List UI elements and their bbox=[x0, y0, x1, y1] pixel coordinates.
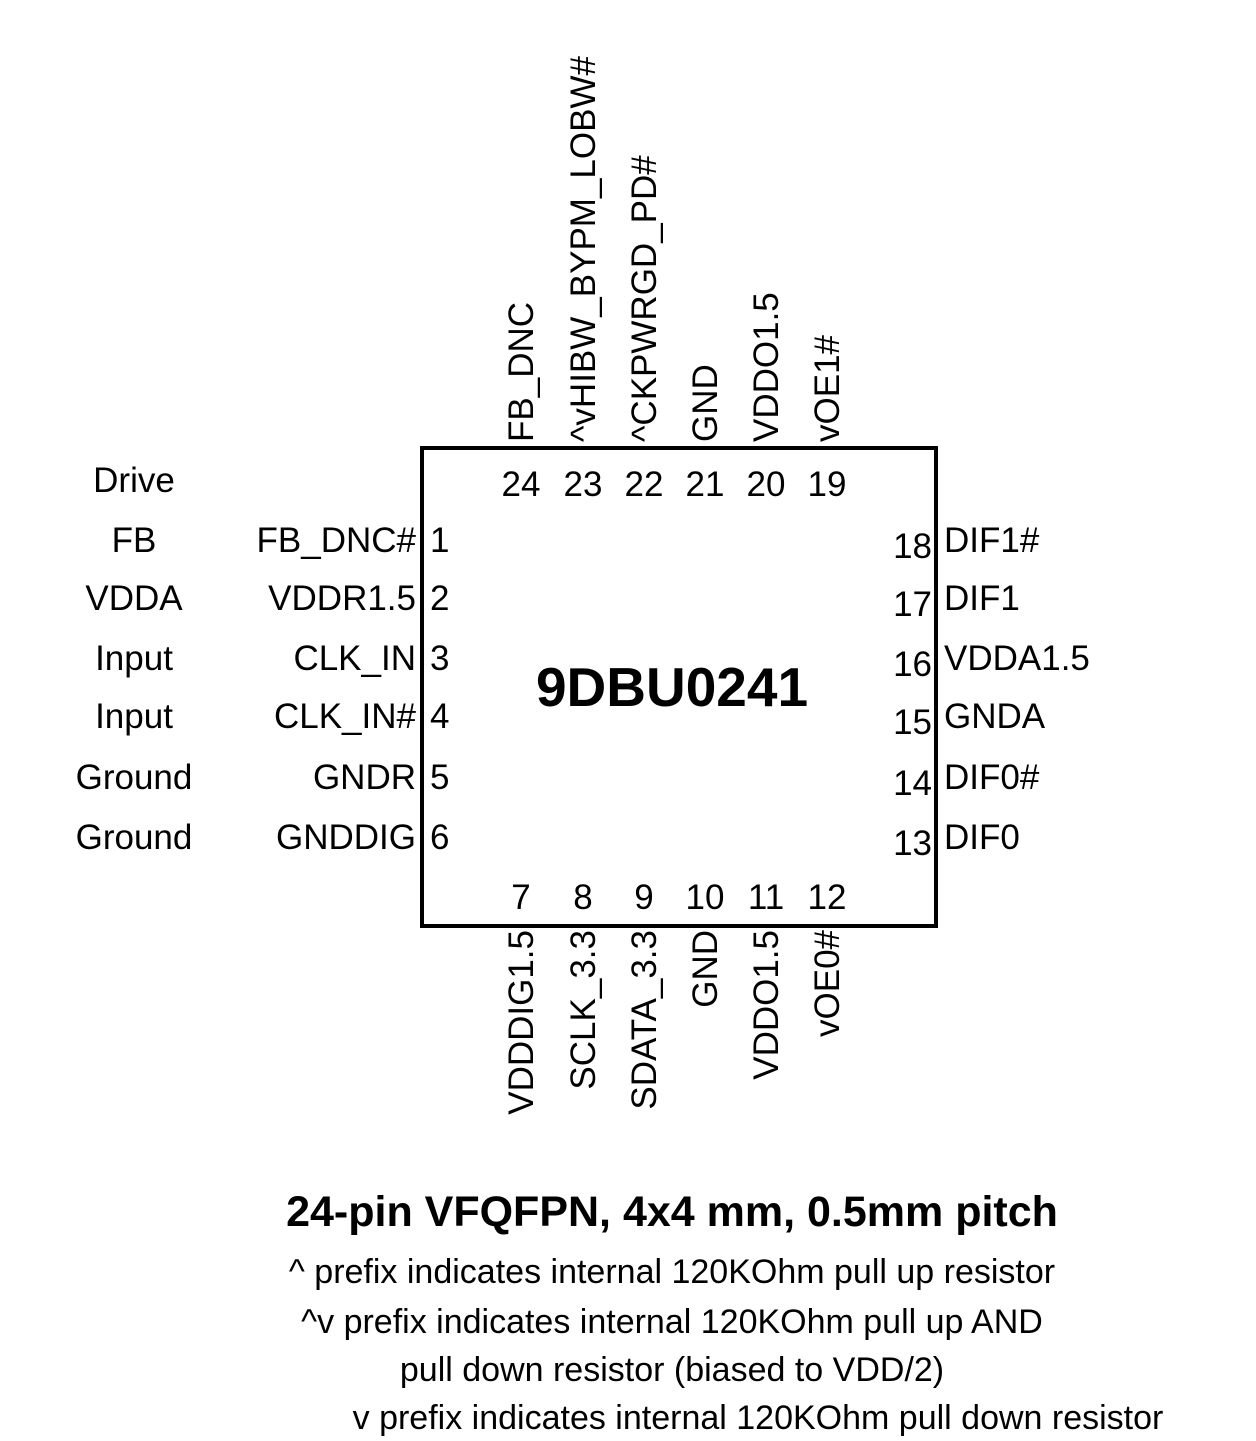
pin-name-label: VDDO1.5 bbox=[747, 292, 786, 442]
pin-type-label: Ground bbox=[75, 818, 193, 857]
pin-number: 18 bbox=[893, 527, 932, 566]
prefix-note: ^ prefix indicates internal 120KOhm pull… bbox=[288, 1253, 1056, 1291]
pin-number: 7 bbox=[511, 878, 531, 917]
pin-number: 19 bbox=[807, 465, 847, 504]
pin-number: 5 bbox=[430, 758, 450, 797]
pin-number: 6 bbox=[430, 818, 450, 857]
pin-number: 16 bbox=[893, 645, 932, 684]
pin-name-label: CLK_IN bbox=[293, 639, 416, 678]
pin-type-label: Ground bbox=[75, 758, 193, 797]
pin-name-label: VDDR1.5 bbox=[268, 579, 416, 618]
pin-name-label: GND bbox=[686, 364, 725, 442]
pin-type-label: Input bbox=[95, 697, 173, 736]
pin-name-label: GNDA bbox=[944, 697, 1046, 736]
pin-name-label: VDDA1.5 bbox=[944, 639, 1090, 678]
pin-name-label: DIF1# bbox=[944, 521, 1040, 560]
pin-type-label: VDDA bbox=[85, 579, 183, 618]
pin-name-label: SCLK_3.3 bbox=[564, 930, 603, 1090]
pin-number: 10 bbox=[685, 878, 725, 917]
side-header: Drive bbox=[93, 461, 175, 500]
pin-number: 14 bbox=[893, 764, 932, 803]
pin-number: 17 bbox=[893, 585, 932, 624]
pin-name-label: vOE1# bbox=[808, 335, 847, 442]
pin-name-label: GND bbox=[686, 930, 725, 1008]
pin-name-label: DIF0# bbox=[944, 758, 1040, 797]
pin-number: 20 bbox=[746, 465, 786, 504]
pin-name-label: ^vHIBW_BYPM_LOBW# bbox=[564, 56, 603, 442]
pin-number: 4 bbox=[430, 697, 450, 736]
pin-number: 8 bbox=[573, 878, 593, 917]
pin-name-label: FB_DNC# bbox=[256, 521, 416, 560]
pin-name-label: VDDDIG1.5 bbox=[502, 930, 541, 1115]
pin-number: 3 bbox=[430, 639, 450, 678]
pin-number: 24 bbox=[501, 465, 541, 504]
pin-number: 15 bbox=[893, 703, 932, 742]
chip-name: 9DBU0241 bbox=[535, 656, 809, 718]
pin-number: 22 bbox=[624, 465, 664, 504]
prefix-note: ^v prefix indicates internal 120KOhm pul… bbox=[301, 1303, 1043, 1341]
pin-name-label: GNDDIG bbox=[276, 818, 416, 857]
pin-name-label: CLK_IN# bbox=[273, 697, 416, 736]
pin-name-label: DIF0 bbox=[944, 818, 1020, 857]
pin-number: 2 bbox=[430, 579, 450, 618]
pin-name-label: FB_DNC bbox=[502, 301, 541, 442]
pin-number: 13 bbox=[893, 824, 932, 863]
pin-name-label: GNDR bbox=[312, 758, 416, 797]
pin-number: 23 bbox=[563, 465, 603, 504]
pin-number: 21 bbox=[685, 465, 725, 504]
pin-number: 1 bbox=[430, 521, 450, 560]
package-description: 24-pin VFQFPN, 4x4 mm, 0.5mm pitch bbox=[286, 1188, 1058, 1236]
pin-number: 11 bbox=[747, 878, 785, 917]
chip-body bbox=[420, 446, 938, 928]
prefix-note: pull down resistor (biased to VDD/2) bbox=[399, 1351, 945, 1389]
pin-name-label: vOE0# bbox=[808, 930, 847, 1037]
pin-name-label: ^CKPWRGD_PD# bbox=[625, 155, 664, 442]
pin-type-label: Input bbox=[95, 639, 173, 678]
pin-name-label: VDDO1.5 bbox=[747, 930, 786, 1080]
pin-number: 12 bbox=[807, 878, 847, 917]
prefix-note: v prefix indicates internal 120KOhm pull… bbox=[352, 1399, 1164, 1437]
pin-number: 9 bbox=[634, 878, 654, 917]
pin-name-label: SDATA_3.3 bbox=[625, 930, 664, 1110]
pin-type-label: FB bbox=[111, 521, 157, 560]
pin-name-label: DIF1 bbox=[944, 579, 1020, 618]
